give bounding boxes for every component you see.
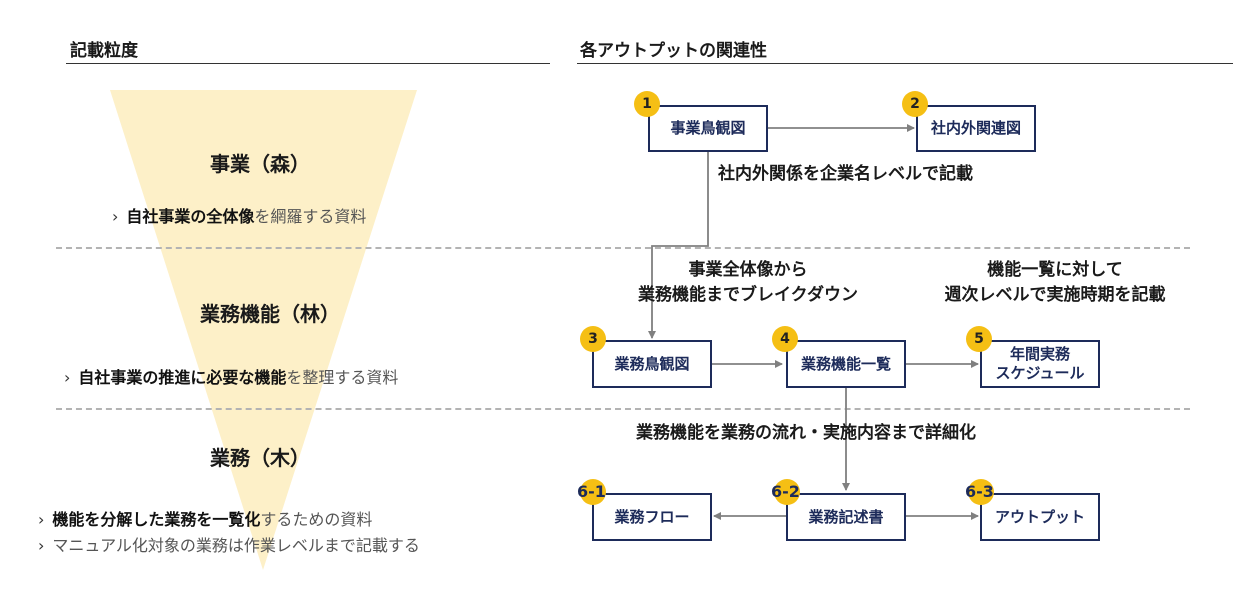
- node-function-list: 業務機能一覧: [786, 340, 906, 388]
- node-6-2-badge-circle: [774, 479, 800, 505]
- node-business-overview: 事業鳥観図: [648, 105, 768, 152]
- chevron-right-icon: ›: [38, 536, 45, 555]
- node-task-flow: 業務フロー: [592, 493, 712, 541]
- chevron-right-icon: ›: [64, 368, 71, 387]
- node-task-overview: 業務鳥観図: [592, 340, 712, 388]
- right-header: 各アウトプットの関連性: [580, 41, 767, 61]
- level-task-title: 業務（木）: [210, 446, 310, 470]
- right-header-rule: [577, 63, 1233, 64]
- level-task-desc-2: ›マニュアル化対象の業務は作業レベルまで記載する: [38, 536, 420, 555]
- note-relations: 社内外関係を企業名レベルで記載: [718, 164, 973, 184]
- chevron-right-icon: ›: [112, 207, 119, 226]
- node-3-badge: 3: [580, 326, 606, 352]
- level-business-title: 事業（森）: [210, 152, 310, 176]
- node-1-badge: 1: [634, 91, 660, 117]
- node-6-1-badge: 6-1: [577, 482, 606, 501]
- node-6-1-badge-circle: [580, 479, 606, 505]
- left-header-rule: [66, 63, 550, 64]
- note-detail: 業務機能を業務の流れ・実施内容まで詳細化: [636, 423, 976, 443]
- node-4-badge: 4: [772, 326, 798, 352]
- node-6-3-badge: 6-3: [965, 482, 994, 501]
- note-breakdown: 事業全体像から 業務機能までブレイクダウン: [638, 260, 858, 305]
- node-2-badge: 2: [902, 91, 928, 117]
- node-task-description: 業務記述書: [786, 493, 906, 541]
- node-6-2-badge: 6-2: [771, 482, 800, 501]
- funnel-shape: [110, 90, 417, 570]
- left-header: 記載粒度: [70, 41, 138, 61]
- node-annual-schedule: 年間実務 スケジュール: [980, 340, 1100, 388]
- separator-2: [56, 408, 1190, 410]
- node-5-badge: 5: [966, 326, 992, 352]
- level-task-desc-1: ›機能を分解した業務を一覧化するための資料: [38, 510, 373, 529]
- node-relations-map: 社内外関連図: [916, 105, 1036, 152]
- node-output: アウトプット: [980, 493, 1100, 541]
- level-function-title: 業務機能（林）: [200, 302, 340, 326]
- note-weekly: 機能一覧に対して 週次レベルで実施時期を記載: [944, 260, 1166, 305]
- arrow-1-to-3: [648, 152, 709, 339]
- level-business-desc: ›自社事業の全体像を網羅する資料: [112, 207, 367, 226]
- level-function-desc: ›自社事業の推進に必要な機能を整理する資料: [64, 368, 399, 387]
- node-6-3-badge-circle: [968, 479, 994, 505]
- chevron-right-icon: ›: [38, 510, 45, 529]
- separator-1: [56, 247, 1190, 249]
